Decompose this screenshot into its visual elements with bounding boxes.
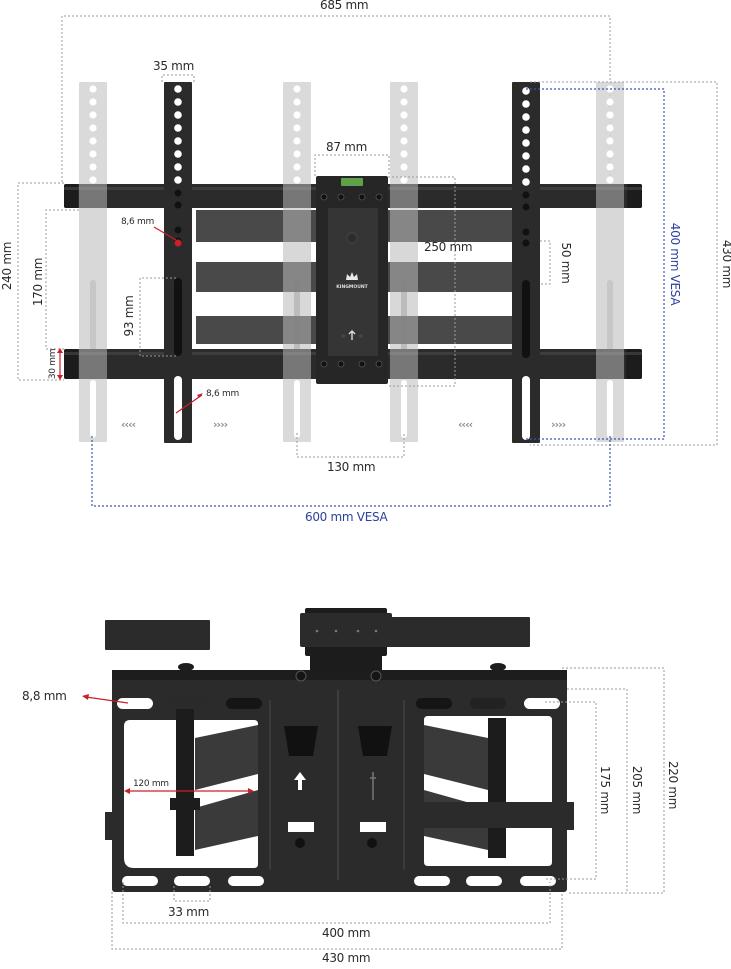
label-93mm: 93 mm — [122, 296, 136, 337]
dim-arm-span: 120 mm — [124, 779, 254, 794]
label-8-8mm: 8,8 mm — [22, 689, 66, 703]
bottom-view: 8,8 mm 120 mm 33 mm 400 mm 430 mm — [22, 608, 680, 965]
dim-plate-bottom-width: 130 mm — [296, 433, 405, 474]
brand-name: KINGMOUNT — [336, 284, 368, 290]
dim-plate-width: 87 mm — [314, 140, 390, 176]
label-430mm: 430 mm — [720, 240, 731, 288]
dim-hole-diameter-top: 8,6 mm — [121, 217, 182, 247]
tv-mounting-plate — [112, 663, 567, 892]
label-400mm: 400 mm — [322, 926, 370, 940]
dim-outer-height: 220 mm — [562, 667, 680, 894]
arrow-left-icon: ‹‹‹‹ — [458, 418, 473, 431]
label-400mm-vesa: 400 mm VESA — [668, 223, 682, 307]
arrow-right-icon: ›››› — [551, 418, 566, 431]
dim-inner-height: 175 mm — [545, 701, 612, 880]
label-430mm-bottom: 430 mm — [322, 951, 370, 965]
slide-arrows: ‹‹‹‹ ›››› ‹‹‹‹ ›››› — [121, 418, 567, 431]
dim-slot-hole: 8,8 mm — [22, 689, 129, 704]
label-33mm: 33 mm — [168, 905, 209, 919]
label-35mm: 35 mm — [153, 59, 194, 73]
arrow-right-icon: ›››› — [213, 418, 228, 431]
dim-plate-height: 250 mm — [388, 176, 473, 387]
top-view: 685 mm — [0, 0, 731, 524]
dim-vesa-horizontal: 600 mm VESA — [91, 436, 611, 524]
dim-hole-diameter-slot: 8,6 mm — [175, 389, 239, 414]
bubble-level-icon — [341, 178, 363, 186]
label-600mm-vesa: 600 mm VESA — [305, 510, 389, 524]
label-50mm: 50 mm — [559, 243, 573, 284]
dim-left-inner-height: 170 mm — [31, 209, 79, 350]
center-wall-plate: KINGMOUNT — [316, 176, 388, 384]
label-220mm: 220 mm — [666, 761, 680, 809]
label-30mm: 30 mm — [48, 349, 58, 379]
wall-rail — [105, 608, 530, 670]
label-240mm: 240 mm — [0, 242, 14, 290]
label-87mm: 87 mm — [326, 140, 367, 154]
dim-overall-height: 430 mm — [530, 81, 731, 446]
label-170mm: 170 mm — [31, 258, 45, 306]
dim-vesa-vertical: 400 mm VESA — [526, 88, 682, 440]
dim-slot-spacing: 33 mm — [168, 886, 211, 919]
arrow-up-icon — [294, 772, 306, 790]
right-vertical-rail — [512, 82, 540, 443]
arrow-left-icon: ‹‹‹‹ — [121, 418, 136, 431]
left-vertical-rail — [164, 82, 192, 443]
label-8-6mm-slot: 8,6 mm — [206, 389, 239, 399]
dim-outer-width: 430 mm — [111, 892, 563, 965]
dim-inner-width: 400 mm — [122, 882, 551, 940]
label-250mm: 250 mm — [424, 240, 472, 254]
label-8-6mm-top: 8,6 mm — [121, 217, 154, 227]
dim-arm-gap: 50 mm — [540, 240, 573, 285]
label-685mm: 685 mm — [320, 0, 368, 12]
dim-left-outer-height: 240 mm — [0, 182, 64, 381]
dim-slot-length: 93 mm — [122, 277, 176, 357]
label-205mm: 205 mm — [630, 766, 644, 814]
label-120mm: 120 mm — [133, 779, 169, 789]
dim-rail-width: 35 mm — [153, 59, 195, 82]
label-175mm: 175 mm — [598, 766, 612, 814]
kingmount-crown-logo: KINGMOUNT — [336, 272, 369, 290]
label-130mm: 130 mm — [327, 460, 375, 474]
dim-bar-thickness: 30 mm — [48, 348, 63, 380]
